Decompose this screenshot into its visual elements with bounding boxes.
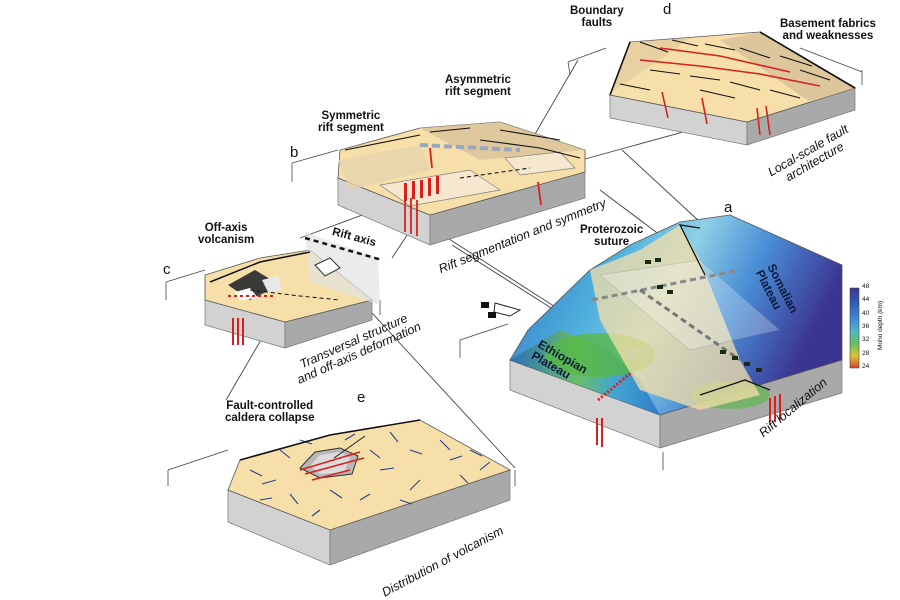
panel-c-letter: c	[163, 261, 171, 278]
panel-e-letter: e	[357, 389, 366, 406]
colorbar-tick-label: 36	[862, 323, 870, 330]
symmetric-rift-label: Symmetric rift segment	[318, 110, 384, 135]
colorbar-tick-label: 28	[862, 349, 870, 357]
moho-colorbar	[849, 287, 860, 369]
caldera-collapse-label: Fault-controlled caldera collapse	[225, 400, 315, 425]
panel-a-block	[459, 214, 860, 470]
panel-d-block	[567, 31, 863, 146]
panel-a-letter: a	[724, 199, 733, 216]
basement-fabrics-label: Basement fabrics and weaknesses	[780, 18, 876, 43]
panel-c-block	[165, 232, 383, 349]
colorbar-tick-label: 32	[862, 336, 870, 344]
boundary-faults-label: Boundary faults	[570, 5, 624, 30]
panel-e-block	[167, 419, 516, 566]
asymmetric-rift-label: Asymmetric rift segment	[445, 74, 511, 99]
colorbar-tick-label: 44	[862, 296, 870, 304]
colorbar-tick-label: 24	[862, 363, 870, 370]
panel-b-block	[291, 121, 586, 246]
colorbar-title: Moho depth (km)	[877, 300, 884, 350]
colorbar-tick-label: 40	[862, 309, 870, 317]
colorbar-tick-label: 48	[862, 283, 870, 290]
off-axis-volcanism-label: Off-axis volcanism	[198, 222, 255, 247]
proterozoic-suture-label: Proterozoic suture	[580, 224, 644, 249]
panel-b-letter: b	[290, 144, 299, 161]
panel-d-letter: d	[663, 1, 672, 18]
